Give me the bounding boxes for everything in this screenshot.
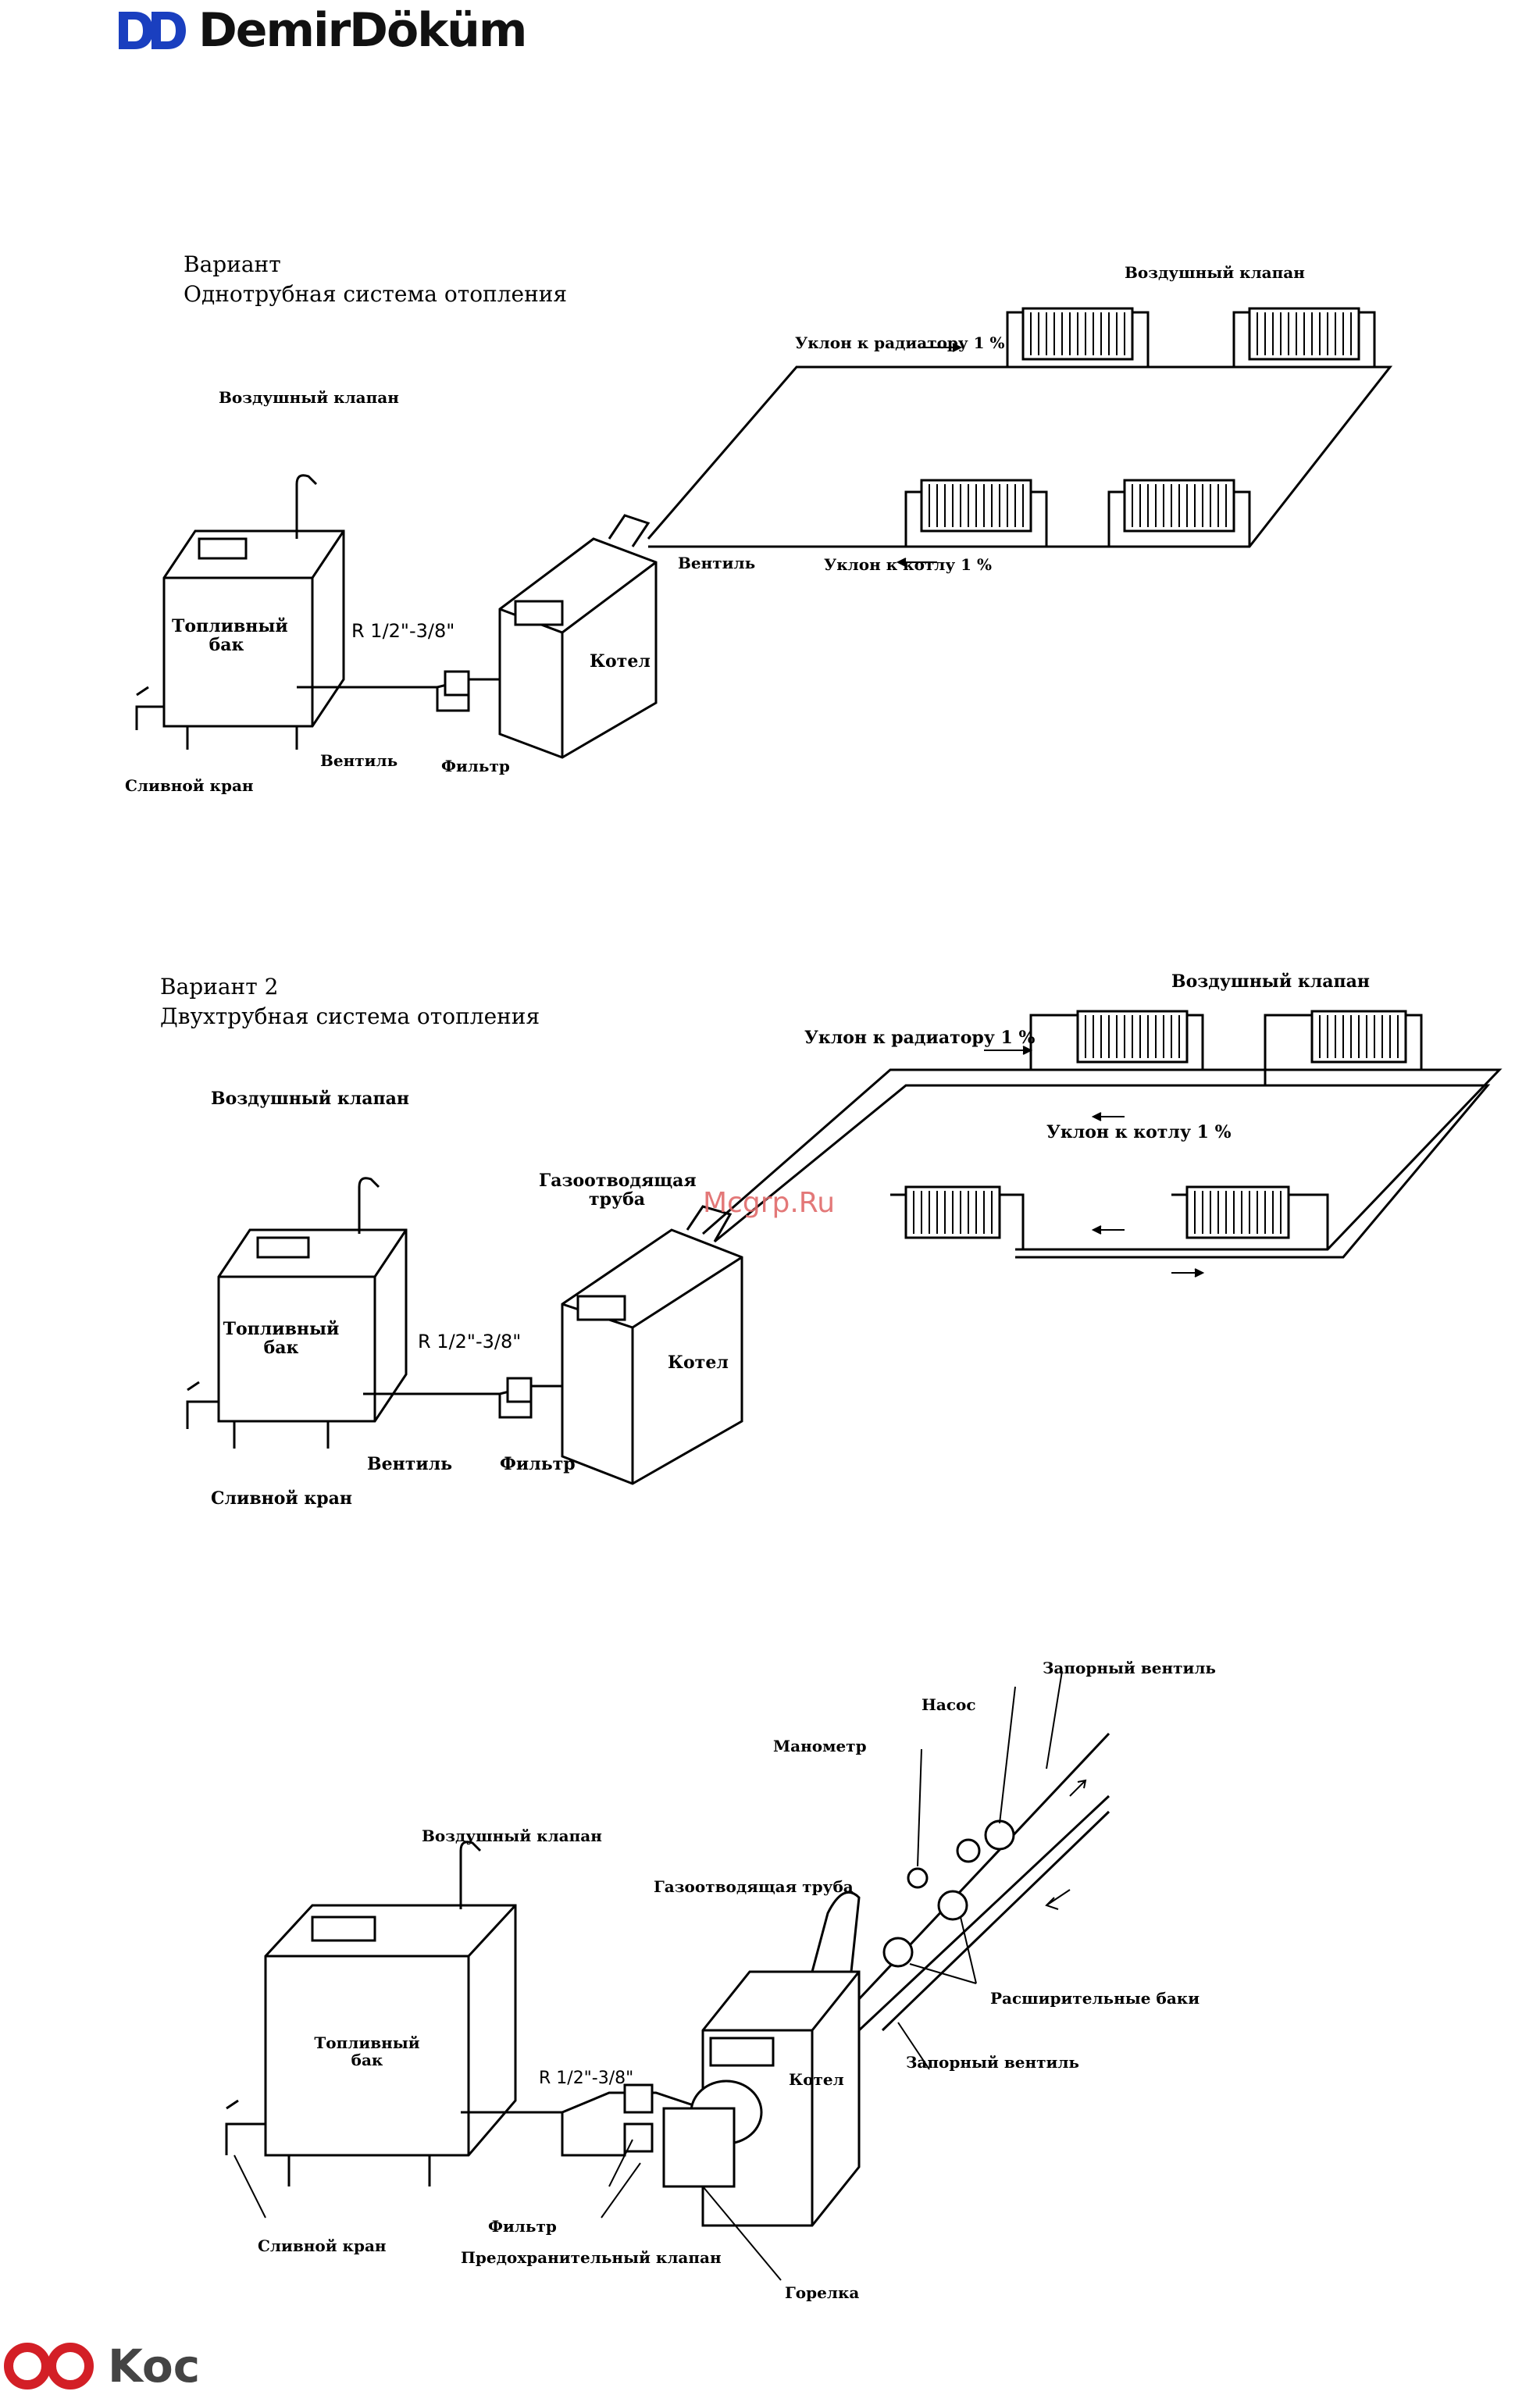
- d1-pipe-size-label: R 1/2"-3/8": [351, 620, 455, 642]
- d3-pipe-size-label: R 1/2"-3/8": [539, 2069, 634, 2088]
- d2-slope-radiator-label: Уклон к радиатору 1 %: [804, 1028, 1036, 1048]
- d2-valve-tank-label: Вентиль: [367, 1454, 453, 1474]
- diagram2-title-line1: Вариант 2: [160, 974, 279, 1000]
- d3-stop-valve-top-label: Запорный вентиль: [1043, 1659, 1216, 1677]
- brand-name: DemirDöküm: [198, 3, 527, 58]
- koc-logo-icon: [4, 2343, 94, 2390]
- diagram1-title-line2: Однотрубная система отопления: [184, 280, 568, 307]
- d3-flue-label: Газоотводящая труба: [654, 1877, 854, 1896]
- d1-boiler-label: Котел: [590, 651, 651, 672]
- d2-drain-label: Сливной кран: [211, 1488, 353, 1509]
- d3-manometer-label: Манометр: [773, 1737, 867, 1755]
- diagram1-title: Вариант Однотрубная система отопления: [184, 250, 567, 309]
- d1-slope-boiler-label: Уклон к котлу 1 %: [824, 555, 993, 574]
- koc-text: Koc: [108, 2340, 201, 2393]
- d2-slope-boiler-label: Уклон к котлу 1 %: [1046, 1122, 1232, 1142]
- diagram2-title-line2: Двухтрубная система отопления: [160, 1003, 540, 1029]
- d2-air-valve-top-label: Воздушный клапан: [1171, 971, 1370, 992]
- d3-fuel-tank-label: Топливный бак: [314, 2033, 420, 2069]
- watermark: Mcgrp.Ru: [703, 1187, 836, 1219]
- d3-filter-label: Фильтр: [488, 2217, 557, 2236]
- d2-pipe-size-label: R 1/2"-3/8": [418, 1331, 522, 1352]
- d2-fuel-tank-label: Топливный бак: [223, 1319, 340, 1359]
- d1-fuel-tank-label: Топливный бак: [172, 616, 288, 656]
- d3-drain-label: Сливной кран: [258, 2236, 387, 2255]
- diagram2-title: Вариант 2 Двухтрубная система отопления: [160, 972, 540, 1032]
- d3-expansion-label: Расширительные баки: [990, 1989, 1200, 2008]
- d3-safety-valve-label: Предохранительный клапан: [461, 2248, 722, 2267]
- d3-boiler-label: Котел: [789, 2070, 844, 2089]
- d3-burner-label: Горелка: [785, 2283, 860, 2302]
- d1-air-valve-top-label: Воздушный клапан: [1125, 263, 1305, 282]
- d1-air-valve-tank-label: Воздушный клапан: [219, 388, 399, 407]
- d3-air-valve-tank-label: Воздушный клапан: [422, 1826, 602, 1845]
- diagram1-title-line1: Вариант: [184, 251, 281, 277]
- d1-valve-boiler-label: Вентиль: [678, 554, 756, 572]
- d1-filter-label: Фильтр: [441, 757, 510, 775]
- d2-air-valve-tank-label: Воздушный клапан: [211, 1089, 409, 1109]
- demirdokum-logo: DemirDöküm: [117, 3, 527, 58]
- d1-slope-radiator-label: Уклон к радиатору 1 %: [795, 333, 1005, 352]
- d2-boiler-label: Котел: [668, 1352, 729, 1373]
- d2-filter-label: Фильтр: [500, 1454, 576, 1474]
- koc-logo: Koc: [0, 2335, 200, 2397]
- d3-pump-label: Насос: [922, 1695, 976, 1714]
- d1-valve-tank-label: Вентиль: [320, 751, 398, 770]
- d2-flue-label: Газоотводящая труба: [539, 1171, 697, 1210]
- d1-drain-label: Сливной кран: [125, 776, 254, 795]
- d3-stop-valve-bottom-label: Запорный вентиль: [906, 2053, 1079, 2072]
- dd-logo-icon: [119, 12, 186, 49]
